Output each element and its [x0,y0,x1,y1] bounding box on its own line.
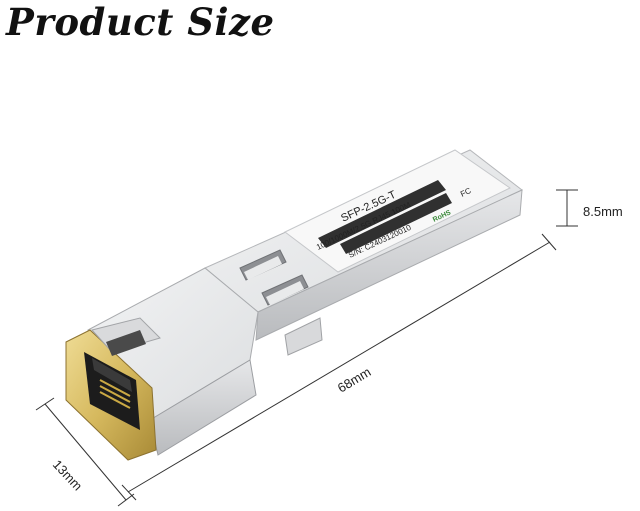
barcode-2 [340,193,452,254]
length-label: 68mm [335,364,374,395]
barcode-1 [318,180,446,248]
dimension-height: 8.5mm [556,189,623,227]
rj45-port [65,317,161,461]
height-label: 8.5mm [583,204,623,219]
fcc-mark: FC [459,186,473,199]
width-label: 13mm [50,457,86,494]
latch-slots [239,249,309,306]
page-title: Product Size [6,0,275,44]
